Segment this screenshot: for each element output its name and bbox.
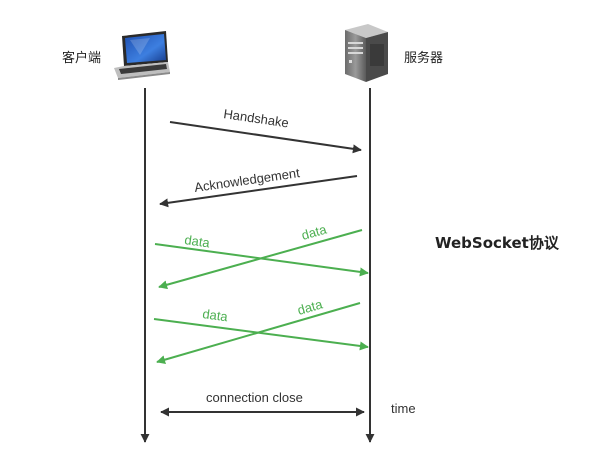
handshake-label: Handshake <box>223 106 290 130</box>
handshake-arrow <box>169 121 362 154</box>
client-label: 客户端 <box>62 50 101 66</box>
acknowledgement-label: Acknowledgement <box>193 165 301 195</box>
acknowledgement-arrow <box>159 175 358 208</box>
server-label: 服务器 <box>404 50 443 66</box>
data-label-1: data <box>184 232 212 250</box>
server-tower-icon <box>345 24 388 82</box>
laptop-icon <box>114 31 170 80</box>
data-label-2: data <box>300 221 329 242</box>
data-label-3: data <box>202 306 230 324</box>
data-label-4: data <box>296 296 325 318</box>
data-arrow-client-to-server-2 <box>153 318 369 351</box>
connection-close-label: connection close <box>206 390 303 405</box>
data-arrow-server-to-client-2 <box>156 302 361 365</box>
diagram-title: WebSocket协议 <box>435 234 560 252</box>
time-label: time <box>391 401 416 416</box>
data-arrow-server-to-client-1 <box>158 229 363 290</box>
